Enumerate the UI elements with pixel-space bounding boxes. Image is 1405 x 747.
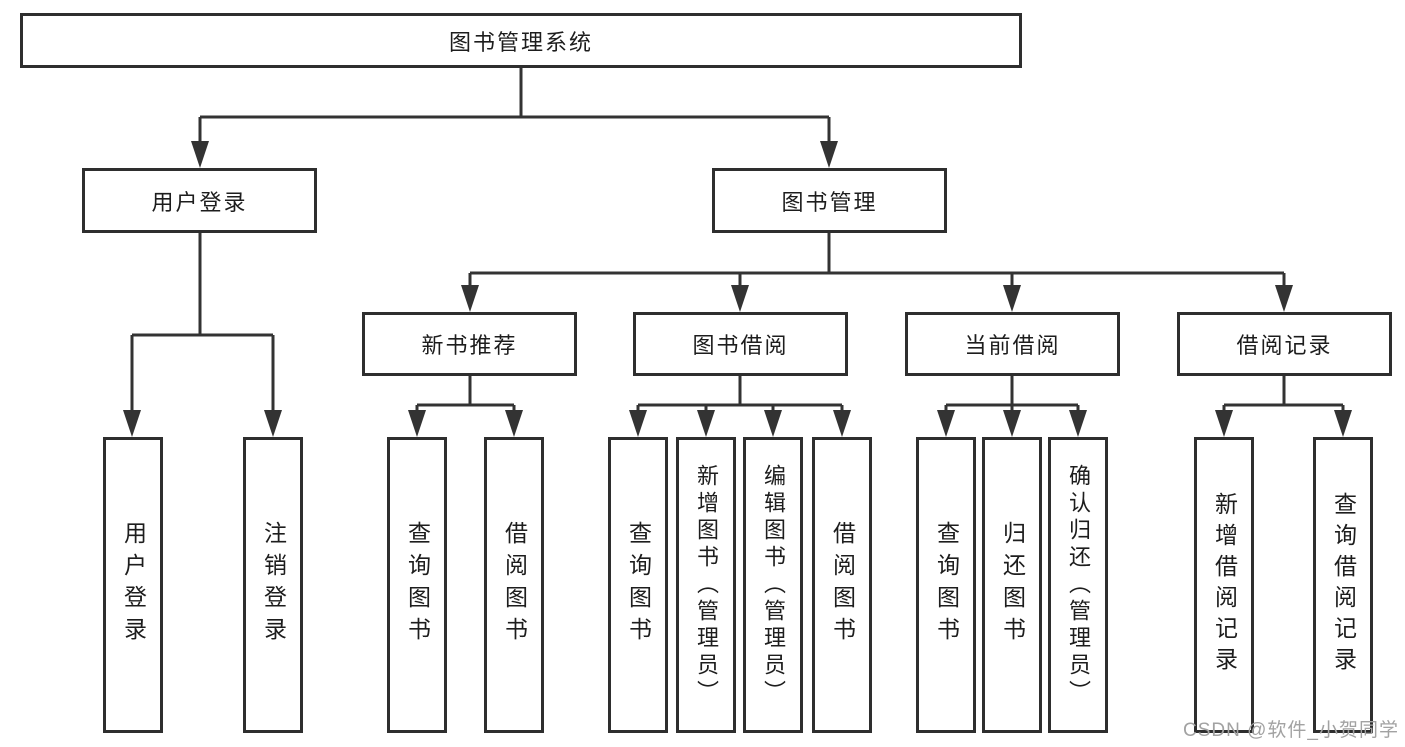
leaf-query-books-current: 查询图书 (916, 437, 976, 733)
node-current-borrowing: 当前借阅 (905, 312, 1120, 376)
leaf-add-borrow-record: 新增借阅记录 (1194, 437, 1254, 733)
leaf-logout-login: 注销登录 (243, 437, 303, 733)
node-book-management-label: 图书管理 (781, 189, 878, 215)
node-book-borrowing-label: 图书借阅 (692, 333, 789, 358)
leaf-borrow-books-recommend: 借阅图书 (484, 437, 544, 733)
watermark: CSDN @软件_小贺同学 (1183, 720, 1399, 741)
leaf-add-books-admin: 新增图书（管理员） (676, 437, 736, 733)
leaf-borrow-books: 借阅图书 (812, 437, 872, 733)
node-root-label: 图书管理系统 (448, 29, 593, 55)
node-book-borrowing: 图书借阅 (633, 312, 848, 376)
node-book-management: 图书管理 (712, 168, 947, 233)
leaf-confirm-return-admin: 确认归还（管理员） (1048, 437, 1108, 733)
leaf-user-login: 用户登录 (103, 437, 163, 733)
node-user-login: 用户登录 (82, 168, 317, 233)
node-root-system: 图书管理系统 (20, 13, 1022, 68)
node-user-login-label: 用户登录 (151, 189, 248, 215)
node-new-book-recommend-label: 新书推荐 (421, 333, 518, 358)
leaf-return-books: 归还图书 (982, 437, 1042, 733)
node-borrow-records-label: 借阅记录 (1236, 333, 1333, 358)
leaf-query-books-borrow: 查询图书 (608, 437, 668, 733)
node-current-borrowing-label: 当前借阅 (964, 333, 1061, 358)
leaf-edit-books-admin: 编辑图书（管理员） (743, 437, 803, 733)
node-borrow-records: 借阅记录 (1177, 312, 1392, 376)
leaf-query-books-recommend: 查询图书 (387, 437, 447, 733)
leaf-query-borrow-record: 查询借阅记录 (1313, 437, 1373, 733)
node-new-book-recommend: 新书推荐 (362, 312, 577, 376)
